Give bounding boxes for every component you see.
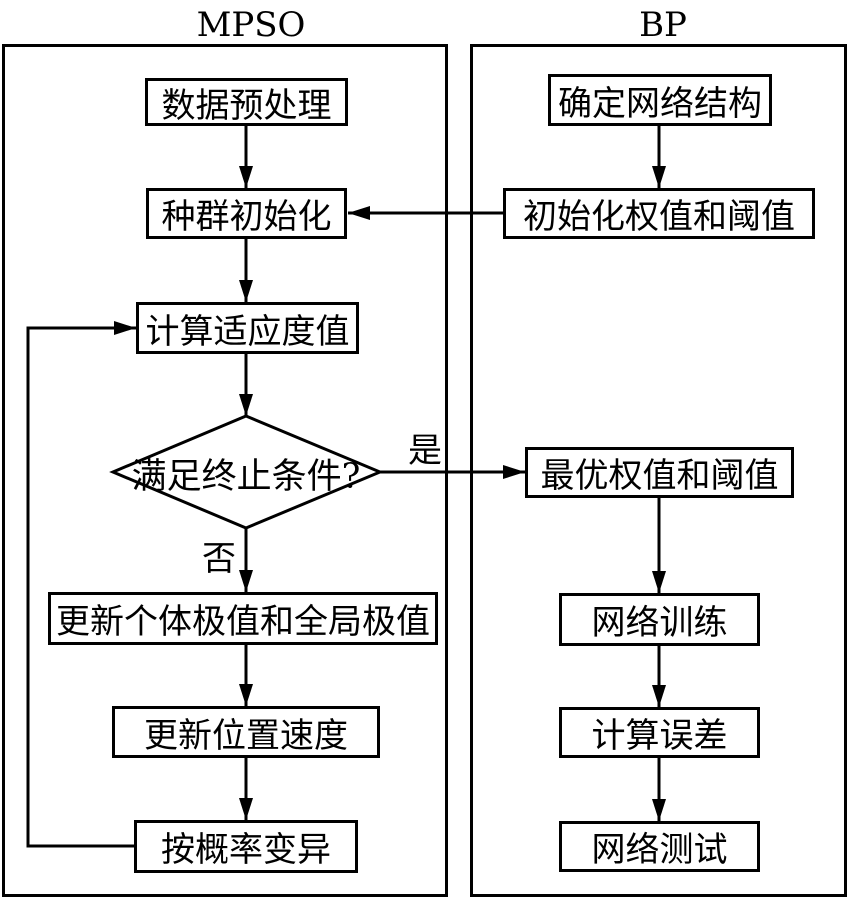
node-mutate: 按概率变异 <box>134 820 358 873</box>
node-fitness: 计算适应度值 <box>136 302 359 354</box>
node-init-weights: 初始化权值和阈值 <box>503 188 815 239</box>
node-error-label: 计算误差 <box>591 716 728 756</box>
node-structure: 确定网络结构 <box>548 74 772 126</box>
node-structure-label: 确定网络结构 <box>558 83 762 124</box>
edge-label-no: 否 <box>202 539 236 579</box>
node-mutate-label: 按概率变异 <box>161 830 331 870</box>
node-preprocess-label: 数据预处理 <box>161 85 332 126</box>
node-fitness-label: 计算适应度值 <box>145 311 350 352</box>
node-decision-label: 满足终止条件? <box>131 456 361 497</box>
right-panel-title: BP <box>639 5 687 45</box>
node-preprocess: 数据预处理 <box>145 78 348 126</box>
node-update-extremes: 更新个体极值和全局极值 <box>48 592 438 645</box>
node-train: 网络训练 <box>559 593 760 646</box>
node-update-position-label: 更新位置速度 <box>144 715 348 756</box>
node-optimal-weights: 最优权值和阈值 <box>525 447 794 498</box>
node-test-label: 网络测试 <box>591 830 728 870</box>
node-init-population: 种群初始化 <box>146 188 347 239</box>
node-update-position: 更新位置速度 <box>112 706 380 758</box>
node-optimal-weights-label: 最优权值和阈值 <box>540 456 779 496</box>
left-panel-title: MPSO <box>196 5 306 45</box>
node-decision: 满足终止条件? <box>116 452 376 497</box>
edge-label-yes: 是 <box>408 431 442 471</box>
node-init-population-label: 种群初始化 <box>161 197 332 237</box>
node-train-label: 网络训练 <box>591 603 728 643</box>
node-init-weights-label: 初始化权值和阈值 <box>523 197 795 237</box>
node-update-extremes-label: 更新个体极值和全局极值 <box>56 602 430 642</box>
node-test: 网络测试 <box>559 821 760 872</box>
node-error: 计算误差 <box>559 707 760 758</box>
